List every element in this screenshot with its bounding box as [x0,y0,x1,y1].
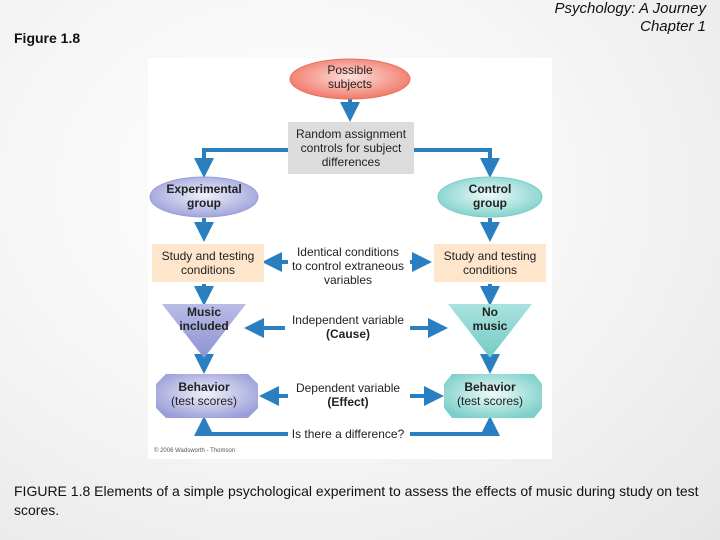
chapter-label: Chapter 1 [640,18,706,35]
figure-label: Figure 1.8 [14,30,81,46]
behavior-right-label: Behavior(test scores) [457,380,523,408]
flow-arrows [194,98,500,436]
independent-variable-label: Independent variable(Cause) [292,313,404,341]
possible-subjects-node [289,58,411,100]
behavior-left-label: Behavior(test scores) [171,380,237,408]
behavior-right-node [444,374,542,418]
behavior-left-node [156,374,258,418]
arrow-difference-right [410,416,500,436]
arrow-assignment-to-experimental [194,148,288,178]
control-group-node [437,176,543,218]
arrow-difference-left [194,416,288,436]
header-title-block: Psychology: A Journey Chapter 1 [555,0,706,36]
book-title: Psychology: A Journey [554,0,706,17]
copyright-notice: © 2006 Wadsworth - Thomson [154,447,235,454]
arrow-assignment-to-control [414,148,500,178]
random-assignment-box [288,122,414,174]
study-conditions-left-box [152,244,264,282]
study-conditions-right-box [434,244,546,282]
difference-question-label: Is there a difference? [292,427,405,441]
figure-caption: FIGURE 1.8 Elements of a simple psycholo… [14,482,710,520]
experimental-group-node [149,176,259,218]
caption-text: Elements of a simple psychological exper… [14,483,699,518]
dependent-variable-label: Dependent variable(Effect) [296,381,400,409]
no-music-triangle [448,304,532,358]
music-included-triangle [162,304,246,358]
caption-lead: FIGURE 1.8 [14,483,91,499]
